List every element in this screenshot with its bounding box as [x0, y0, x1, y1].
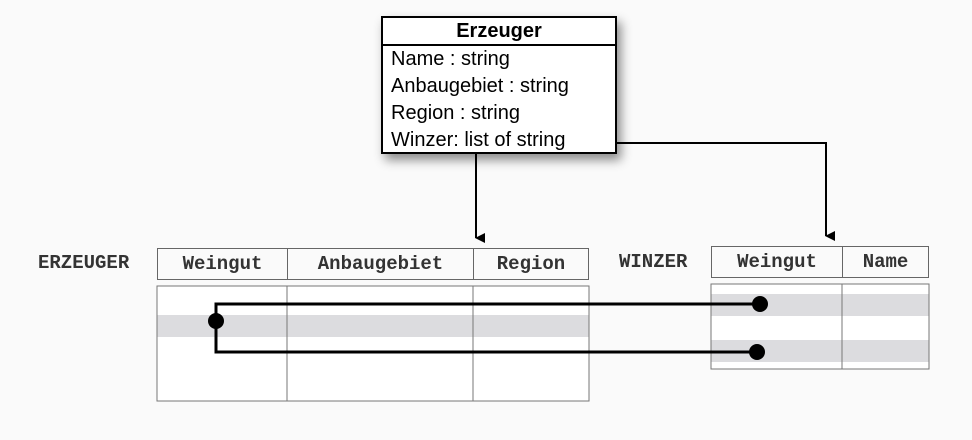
uml-attribute-anbaugebiet: Anbaugebiet : string: [391, 75, 569, 97]
uml-attribute-region: Region : string: [391, 102, 520, 124]
uml-attribute-winzer: Winzer: list of string: [391, 129, 566, 151]
erzeuger-header-region: Region: [473, 248, 589, 280]
winzer-table-label: WINZER: [619, 251, 688, 273]
fk-dot-target-2: [749, 344, 765, 360]
winzer-table-body: [710, 283, 930, 370]
uml-attribute-name: Name : string: [391, 48, 510, 70]
uml-class-box: Erzeuger Name : string Anbaugebiet : str…: [381, 16, 617, 154]
arrow-to-winzer: [605, 142, 835, 241]
erzeuger-header-anbaugebiet: Anbaugebiet: [287, 248, 474, 280]
winzer-header-name: Name: [842, 246, 929, 278]
winzer-header-weingut: Weingut: [711, 246, 843, 278]
fk-links: [208, 296, 768, 360]
erzeuger-row-highlight: [157, 315, 589, 337]
erzeuger-table-label: ERZEUGER: [38, 252, 130, 274]
fk-dot-source: [208, 313, 224, 329]
uml-class-title: Erzeuger: [383, 18, 615, 46]
fk-dot-target-1: [752, 296, 768, 312]
erzeuger-header-weingut: Weingut: [157, 248, 288, 280]
winzer-row-highlight-2: [711, 340, 929, 362]
